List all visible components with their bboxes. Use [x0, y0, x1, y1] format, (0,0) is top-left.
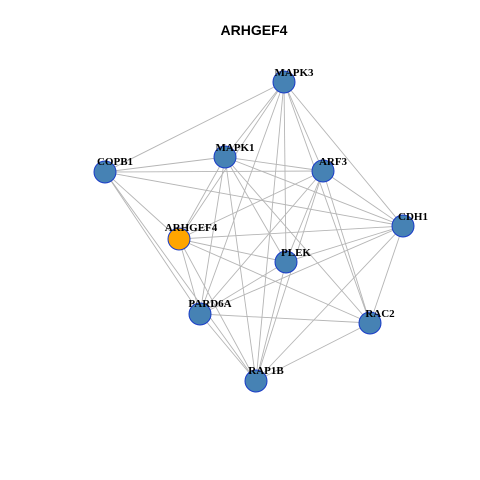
edge-cdh1-pard6a: [199, 225, 404, 315]
edge-arf3-arhgef4: [178, 170, 324, 240]
node-label-rap1b: RAP1B: [248, 365, 284, 377]
edge-cdh1-rac2: [369, 225, 404, 324]
edge-arhgef4-rac2: [178, 238, 371, 324]
node-cdh1: [391, 214, 415, 238]
edge-plek-pard6a: [199, 261, 287, 315]
edge-mapk3-pard6a: [199, 81, 285, 315]
node-arf3: [311, 159, 335, 183]
edge-arf3-rap1b: [255, 170, 324, 382]
edge-arhgef4-plek: [178, 238, 287, 263]
edge-plek-rap1b: [255, 261, 287, 382]
edge-mapk1-copb1: [104, 156, 226, 173]
edge-arhgef4-rap1b: [178, 238, 257, 382]
edge-copb1-cdh1: [104, 171, 404, 227]
edge-copb1-arhgef4: [104, 171, 180, 240]
node-label-rac2: RAC2: [365, 308, 395, 320]
node-label-mapk1: MAPK1: [215, 142, 254, 154]
edge-arf3-rac2: [322, 170, 371, 324]
edge-mapk3-rac2: [283, 81, 371, 324]
edge-copb1-arf3: [104, 170, 324, 173]
node-copb1: [93, 160, 117, 184]
edge-mapk3-copb1: [104, 81, 285, 173]
diagram-title: ARHGEF4: [221, 22, 288, 38]
node-label-plek: PLEK: [281, 247, 311, 259]
node-arhgef4: [167, 227, 191, 251]
node-pard6a: [188, 302, 212, 326]
node-label-arhgef4: ARHGEF4: [165, 222, 218, 234]
edge-arf3-plek: [285, 170, 324, 263]
node-label-pard6a: PARD6A: [188, 298, 231, 310]
edge-arf3-cdh1: [322, 170, 404, 227]
edge-copb1-pard6a: [104, 171, 201, 315]
edge-mapk3-rap1b: [255, 81, 285, 382]
edge-mapk3-cdh1: [283, 81, 404, 227]
edge-pard6a-rac2: [199, 313, 371, 324]
edge-rac2-rap1b: [255, 322, 371, 382]
edge-mapk3-mapk1: [224, 81, 285, 158]
node-label-cdh1: CDH1: [398, 211, 428, 223]
edge-mapk1-cdh1: [224, 156, 404, 227]
edge-copb1-rap1b: [104, 171, 257, 382]
edge-cdh1-plek: [285, 225, 404, 263]
edge-arf3-pard6a: [199, 170, 324, 315]
edges-layer: [104, 81, 404, 382]
nodes-layer: [93, 70, 415, 393]
node-plek: [274, 250, 298, 274]
edge-cdh1-arhgef4: [178, 225, 404, 240]
node-mapk3: [272, 70, 296, 94]
node-rap1b: [244, 369, 268, 393]
edge-cdh1-rap1b: [255, 225, 404, 382]
edge-mapk3-arf3: [283, 81, 324, 172]
node-mapk1: [213, 145, 237, 169]
node-label-mapk3: MAPK3: [274, 67, 314, 79]
edge-mapk1-pard6a: [199, 156, 226, 315]
node-label-copb1: COPB1: [97, 156, 133, 168]
edge-mapk3-plek: [283, 81, 287, 263]
edge-mapk1-arhgef4: [178, 156, 226, 240]
node-rac2: [358, 311, 382, 335]
edge-pard6a-rap1b: [199, 313, 257, 382]
edge-mapk1-rap1b: [224, 156, 257, 382]
edge-arhgef4-pard6a: [178, 238, 201, 315]
edge-mapk1-rac2: [224, 156, 371, 324]
node-label-arf3: ARF3: [319, 156, 348, 168]
edge-mapk1-plek: [224, 156, 287, 263]
edge-mapk1-arf3: [224, 156, 324, 172]
